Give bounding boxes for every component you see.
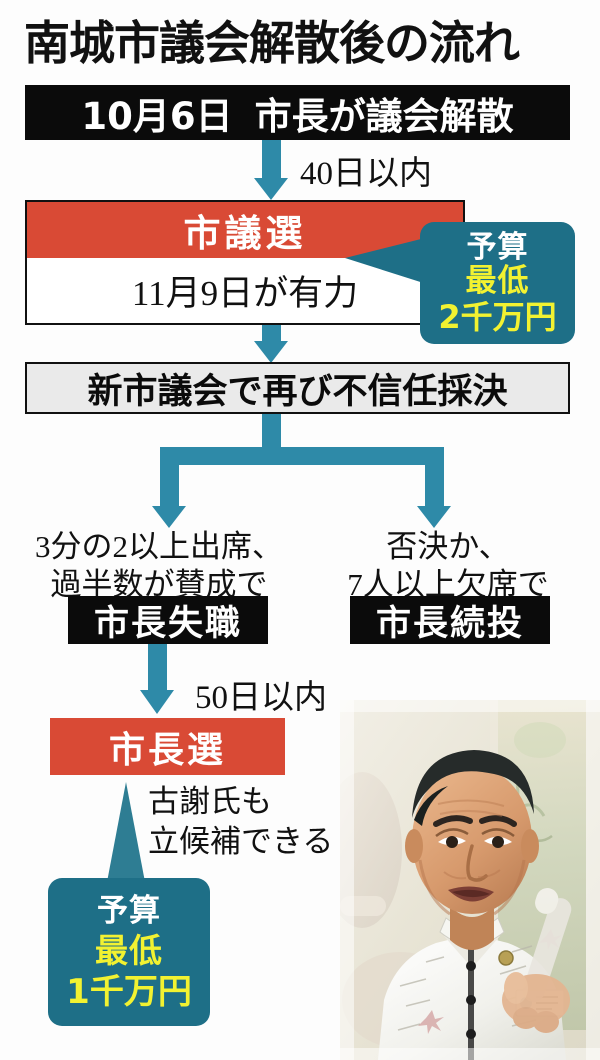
arrow-shigisen-to-decision-head	[254, 341, 288, 363]
branch-stem	[262, 414, 281, 452]
outcome-left-chip: 市長失職	[68, 596, 268, 644]
branch-arrow-head-left	[152, 506, 186, 528]
arrow-step1-to-shigisen-shaft	[262, 140, 281, 182]
mayor-portrait-icon	[340, 700, 600, 1060]
step1-date: 10月6日	[81, 94, 233, 138]
page-title: 南城市議会解散後の流れ	[24, 16, 520, 70]
shigisen-heading: 市議選	[183, 212, 307, 255]
budget-callout-top: 予算 最低 2千万円	[420, 222, 575, 344]
condition-left: 3分の2以上出席、 過半数が賛成で	[14, 528, 304, 604]
arrow-shigisen-to-decision-shaft	[262, 325, 281, 345]
step1-banner: 10月6日 市長が議会解散	[25, 85, 570, 140]
candidacy-note-line1: 古謝氏も	[148, 784, 272, 819]
decision-box: 新市議会で再び不信任採決	[25, 362, 570, 414]
branch-arrow-head-right	[417, 506, 451, 528]
budget-bottom-label: 予算	[97, 892, 161, 929]
arrow-label-50-days: 50日以内	[195, 680, 327, 716]
condition-right: 否決か、 7人以上欠席で	[308, 528, 588, 604]
branch-horizontal-bar	[160, 447, 444, 465]
condition-right-line1: 否決か、	[386, 529, 510, 564]
mayor-photo	[340, 700, 600, 1060]
callout-tail-top-icon	[345, 236, 433, 286]
callout-tail-bottom-icon	[107, 782, 145, 882]
shigisen-heading-bar: 市議選	[27, 202, 463, 258]
arrow-step1-to-shigisen-head	[254, 178, 288, 200]
condition-left-line1: 3分の2以上出席、	[35, 529, 283, 564]
outcome-right-chip: 市長続投	[350, 596, 550, 644]
arrow-to-shichosen-shaft	[148, 644, 167, 694]
budget-callout-bottom: 予算 最低 1千万円	[48, 878, 210, 1026]
shigisen-date-note: 11月9日が有力	[131, 274, 359, 313]
step1-event: 市長が議会解散	[254, 94, 514, 138]
budget-top-amount: 2千万円	[438, 298, 557, 336]
branch-leg-right	[425, 447, 444, 509]
candidacy-note: 古謝氏も 立候補できる	[148, 782, 388, 862]
arrow-to-shichosen-head	[140, 690, 174, 714]
shichosen-heading: 市長選	[50, 718, 285, 775]
budget-top-qualifier: 最低	[465, 263, 530, 299]
budget-bottom-qualifier: 最低	[95, 930, 163, 970]
branch-leg-left	[160, 447, 179, 509]
budget-bottom-amount: 1千万円	[66, 971, 192, 1012]
arrow-label-40-days: 40日以内	[300, 156, 432, 192]
budget-top-label: 予算	[466, 230, 529, 265]
candidacy-note-line2: 立候補できる	[148, 824, 334, 859]
